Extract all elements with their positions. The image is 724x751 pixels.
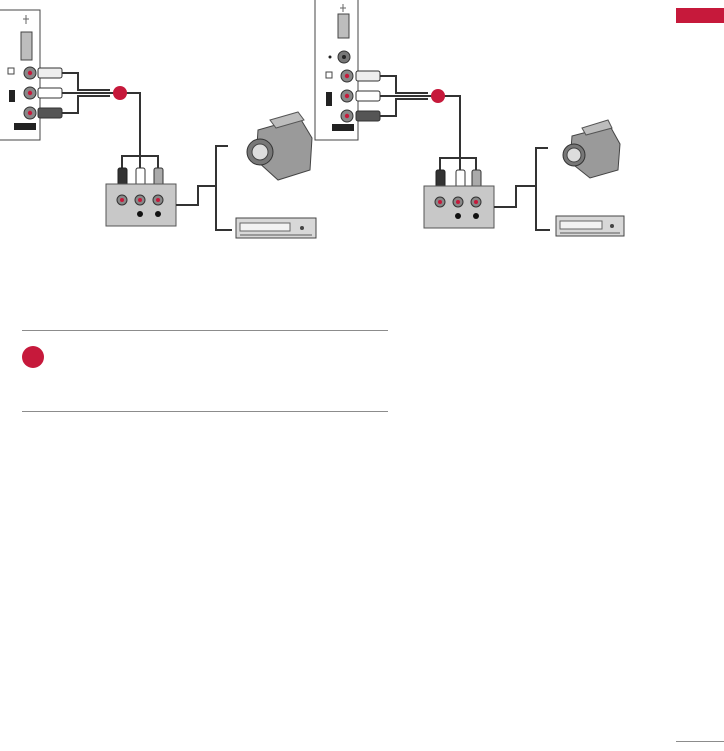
red-dot-marker (113, 86, 127, 100)
video-icon (7, 67, 15, 75)
switch-icon (9, 90, 15, 102)
tv-cables (380, 75, 477, 172)
usb-port (20, 31, 33, 61)
note-dot-icon (22, 346, 44, 368)
tv-side-panel (314, 0, 359, 141)
av-source-box (105, 183, 177, 227)
note-top-rule (22, 330, 388, 331)
tv-plugs (355, 70, 381, 122)
switch-icon (326, 92, 332, 106)
tv-side-panel (0, 9, 41, 141)
panel-label-block (14, 123, 36, 130)
tv-plugs (37, 67, 63, 119)
vcr-icon (555, 215, 625, 237)
av-source-box (423, 185, 495, 229)
connection-diagram-1 (0, 9, 317, 239)
panel-label-block (332, 124, 354, 131)
red-dot-marker (431, 89, 445, 103)
camcorder-icon (562, 119, 621, 179)
video-icon (325, 71, 333, 79)
usb-icon (23, 15, 29, 24)
vcr-icon (235, 217, 317, 239)
usb-port (337, 13, 350, 39)
page-footer-rule (676, 741, 724, 742)
section-tab (676, 8, 724, 23)
usb-icon (340, 4, 346, 12)
tv-cables (62, 72, 159, 170)
connection-diagram-2 (314, 0, 625, 237)
camcorder-icon (246, 111, 313, 181)
note-bottom-rule (22, 411, 388, 412)
